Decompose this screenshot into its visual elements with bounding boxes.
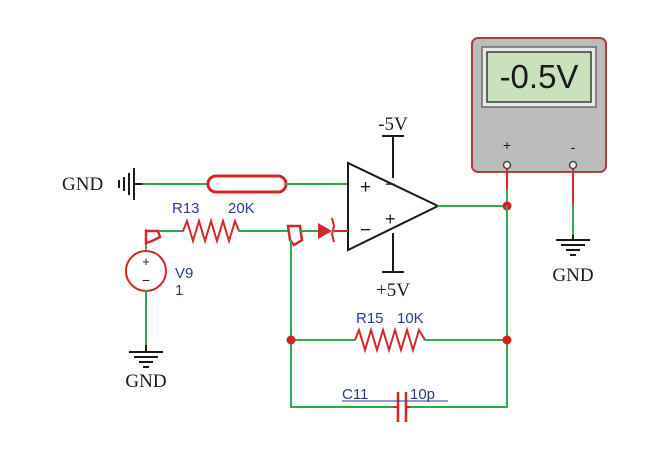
- junction-r15-right: [502, 335, 512, 345]
- opamp-plus-input-label: +: [360, 177, 371, 198]
- gnd-label-bottom: GND: [125, 371, 166, 392]
- junction-r15-left: [286, 335, 296, 345]
- neg-supply-label: -5V: [378, 114, 408, 135]
- meter-minus-terminal[interactable]: [568, 160, 578, 170]
- r13-name: R13: [172, 200, 200, 217]
- opamp-pos-supply-pin-label: +: [385, 209, 396, 229]
- v9-plus-label: +: [142, 254, 150, 269]
- probe-marker-node: [286, 224, 304, 247]
- gnd-label-left: GND: [62, 174, 103, 195]
- probe-marker-v9: [144, 229, 162, 245]
- c11-name: C11: [342, 386, 368, 403]
- ground-symbol-left: [118, 168, 143, 200]
- r15-value: 10K: [397, 310, 424, 327]
- capacitor-c11[interactable]: [396, 392, 408, 422]
- ground-symbol-bottom: [129, 345, 163, 368]
- current-arrow-head: [318, 223, 332, 239]
- current-arrow-tail: [330, 217, 336, 243]
- opamp-minus-input-label: −: [360, 220, 371, 241]
- opamp-neg-supply-pin-label: −: [385, 174, 396, 194]
- pos-supply-label: +5V: [376, 280, 410, 301]
- ground-symbol-right: [556, 235, 590, 256]
- meter-minus-label: -: [571, 139, 576, 155]
- r13-value: 20K: [228, 200, 255, 217]
- op-amp-body: [347, 161, 441, 252]
- current-probe[interactable]: [206, 174, 288, 194]
- meter-reading: -0.5V: [500, 58, 579, 95]
- c11-value: 10p: [410, 386, 435, 403]
- meter-plus-label: +: [503, 137, 511, 153]
- r15-name: R15: [356, 310, 384, 327]
- op-amp[interactable]: [347, 161, 441, 252]
- v9-minus-label: −: [142, 272, 150, 288]
- v9-value: 1: [175, 282, 183, 299]
- resistor-r15[interactable]: [354, 326, 426, 354]
- meter-plus-terminal[interactable]: [502, 160, 512, 170]
- meter-screen: [486, 51, 592, 103]
- resistor-r13[interactable]: [182, 217, 240, 245]
- gnd-label-right: GND: [552, 265, 593, 286]
- v9-name: V9: [175, 265, 193, 282]
- multimeter[interactable]: -0.5V + -: [471, 37, 607, 173]
